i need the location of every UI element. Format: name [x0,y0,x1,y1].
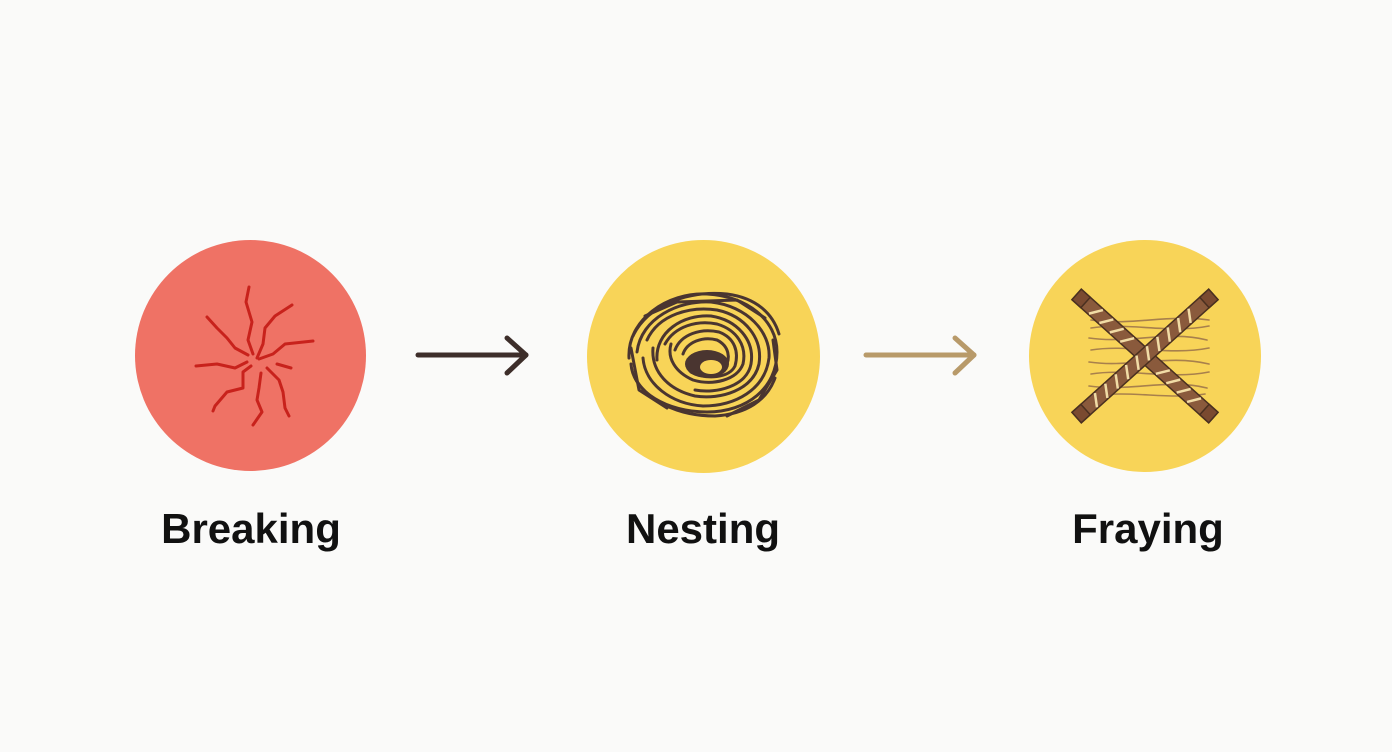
fraying-circle [1029,240,1261,472]
arrow-right-icon [415,335,529,376]
arrow-right-icon [863,335,977,376]
stage-label-fraying: Fraying [1072,505,1224,552]
cracked-circle-icon [194,285,315,427]
stage-label-breaking: Breaking [161,505,341,552]
tangled-nest-icon [627,291,781,418]
frayed-crossed-rope-icon [1070,288,1220,424]
stage-label-nesting: Nesting [625,505,780,552]
breaking-circle [135,240,366,471]
nesting-circle [587,240,820,473]
